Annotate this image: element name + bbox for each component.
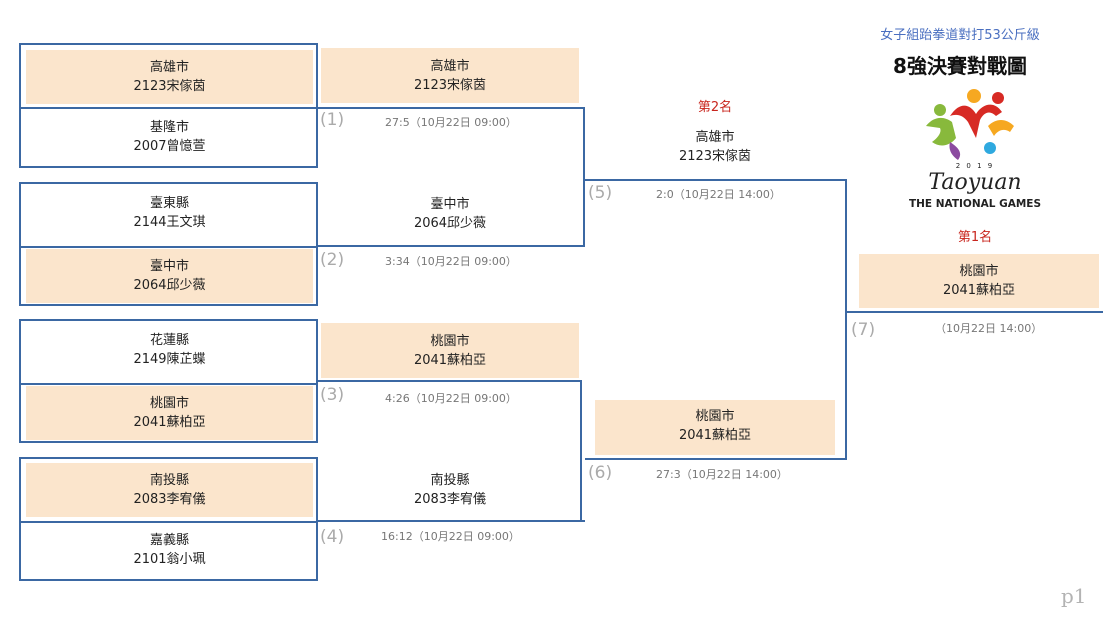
champion-entry: 桃園市 2041蘇柏亞	[859, 254, 1099, 308]
athlete: 2083李宥儀	[413, 492, 487, 507]
r2-entry-3: 桃園市 2041蘇柏亞	[321, 323, 579, 378]
match-number: (3)	[320, 385, 345, 405]
match-2-frame	[19, 182, 318, 306]
match-score: 16:12（10月22日 09:00）	[381, 530, 520, 543]
mascot-figures-icon	[926, 89, 1014, 160]
semi-entry-1: 高雄市 2123宋傢茵	[595, 128, 835, 173]
athlete: 2041蘇柏亞	[133, 415, 206, 430]
match-score: （10月22日 14:00）	[935, 322, 1043, 335]
logo-wordmark: Taoyuan	[928, 170, 1022, 195]
semi-entry-2: 桃園市 2041蘇柏亞	[595, 400, 835, 455]
connector	[580, 380, 582, 522]
r1-entry-8: 嘉義縣 2101翁小珮	[26, 523, 313, 577]
connector	[318, 107, 585, 109]
athlete: 2101翁小珮	[133, 552, 206, 567]
match-score: 2:0（10月22日 14:00）	[656, 188, 781, 201]
divider	[21, 521, 316, 523]
divider	[21, 383, 316, 385]
city: 嘉義縣	[149, 533, 189, 548]
connector	[585, 458, 847, 460]
city: 桃園市	[430, 334, 470, 349]
match-number: (1)	[320, 110, 345, 130]
athlete: 2149陳芷蝶	[133, 352, 206, 367]
r1-entry-7: 南投縣 2083李宥儀	[26, 463, 313, 517]
first-place-label: 第1名	[957, 230, 993, 245]
city: 南投縣	[149, 473, 189, 488]
match-score: 4:26（10月22日 09:00）	[385, 392, 517, 405]
city: 南投縣	[430, 473, 470, 488]
connector	[582, 520, 585, 522]
city: 臺中市	[149, 259, 189, 274]
match-number: (6)	[588, 463, 613, 483]
connector	[318, 520, 583, 522]
match-4-frame	[19, 457, 318, 581]
connector	[585, 179, 847, 181]
taoyuan-games-logo: 2 0 1 9 Taoyuan THE NATIONAL GAMES	[909, 86, 1041, 214]
connector	[318, 380, 581, 382]
connector	[847, 311, 1103, 313]
logo-year: 2 0 1 9	[955, 162, 995, 170]
city: 高雄市	[149, 60, 189, 75]
divider	[21, 246, 316, 248]
logo-caption: THE NATIONAL GAMES	[908, 198, 1042, 210]
divider	[21, 107, 316, 109]
r2-entry-2: 臺中市 2064邱少薇	[321, 186, 579, 241]
athlete: 2123宋傢茵	[678, 149, 752, 164]
athlete: 2064邱少薇	[413, 216, 487, 231]
connector	[845, 179, 847, 460]
r1-entry-3: 臺東縣 2144王文琪	[26, 186, 313, 240]
match-number: (2)	[320, 250, 345, 270]
city: 臺東縣	[149, 196, 189, 211]
athlete: 2064邱少薇	[133, 278, 206, 293]
bracket-title: 8強決賽對戰圖	[893, 54, 1027, 78]
athlete: 2123宋傢茵	[133, 79, 206, 94]
match-number: (4)	[320, 527, 345, 547]
athlete: 2144王文琪	[133, 215, 206, 230]
athlete: 2041蘇柏亞	[942, 283, 1016, 298]
bracket-subtitle: 女子組跆拳道對打53公斤級	[880, 28, 1040, 43]
city: 桃園市	[149, 396, 189, 411]
r1-entry-4: 臺中市 2064邱少薇	[26, 249, 313, 303]
match-score: 27:3（10月22日 14:00）	[656, 468, 788, 481]
page-number: p1	[1061, 584, 1087, 608]
city: 桃園市	[959, 264, 999, 279]
match-number: (5)	[588, 183, 613, 203]
r1-entry-1: 高雄市 2123宋傢茵	[26, 50, 313, 104]
r1-entry-5: 花蓮縣 2149陳芷蝶	[26, 323, 313, 377]
athlete: 2083李宥儀	[133, 492, 206, 507]
athlete: 2123宋傢茵	[413, 78, 487, 93]
athlete: 2041蘇柏亞	[678, 428, 752, 443]
city: 臺中市	[430, 197, 470, 212]
match-1-frame	[19, 43, 318, 168]
city: 花蓮縣	[149, 333, 189, 348]
connector	[318, 245, 585, 247]
city: 高雄市	[430, 59, 470, 74]
match-score: 3:34（10月22日 09:00）	[385, 255, 517, 268]
athlete: 2041蘇柏亞	[413, 353, 487, 368]
match-3-frame	[19, 319, 318, 443]
r2-entry-1: 高雄市 2123宋傢茵	[321, 48, 579, 103]
r1-entry-6: 桃園市 2041蘇柏亞	[26, 386, 313, 440]
athlete: 2007曾憶萱	[133, 139, 206, 154]
match-score: 27:5（10月22日 09:00）	[385, 116, 517, 129]
r1-entry-2: 基隆市 2007曾憶萱	[26, 110, 313, 164]
r2-entry-4: 南投縣 2083李宥儀	[321, 462, 579, 517]
second-place-label: 第2名	[697, 100, 733, 115]
match-number: (7)	[851, 320, 876, 340]
city: 基隆市	[149, 120, 189, 135]
city: 桃園市	[695, 409, 735, 424]
connector	[583, 107, 585, 247]
city: 高雄市	[695, 130, 735, 145]
